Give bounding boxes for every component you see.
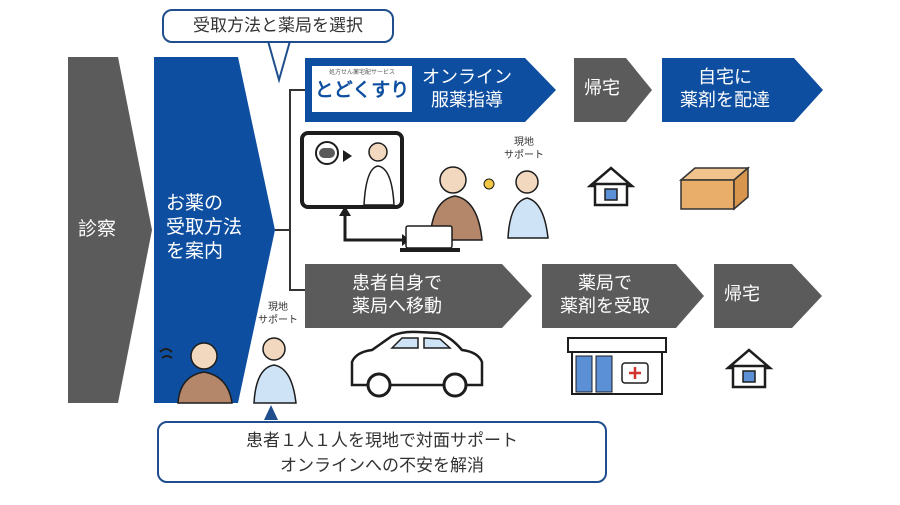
- pill-icon: [315, 141, 352, 165]
- support-callout-line1: 患者１人１人を現地で対面サポート: [246, 431, 518, 451]
- supporter-icon: [507, 170, 549, 239]
- guide-label: お薬の 受取方法 を案内: [166, 192, 243, 262]
- top-callout-pointer: [266, 40, 292, 84]
- home2-step-shape: [714, 264, 822, 328]
- support-label-bottom: 現地 サポート: [258, 302, 298, 326]
- deliver-step-shape: [662, 58, 823, 122]
- pharmacist-icon: [363, 142, 395, 206]
- lightbulb-icon: [483, 178, 495, 190]
- home2-label: 帰宅: [724, 284, 760, 305]
- online-label: オンライン 服薬指導: [422, 67, 512, 111]
- parcel-icon: [678, 166, 751, 211]
- laptop-icon: [400, 225, 460, 252]
- logo-box: [312, 66, 412, 112]
- tablet-icon: [300, 131, 404, 209]
- home1-step-shape: [574, 58, 652, 122]
- house-icon: [724, 348, 774, 389]
- bottom-callout-pointer: [264, 405, 278, 420]
- support-callout-line2: オンラインへの不安を解消: [280, 456, 484, 476]
- move-step-shape: [305, 264, 532, 328]
- support-callout: 患者１人１人を現地で対面サポート オンラインへの不安を解消: [157, 421, 607, 483]
- exam-label: 診察: [78, 218, 117, 240]
- deliver-label: 自宅に 薬剤を配達: [680, 67, 770, 111]
- receive-step-shape: [542, 264, 704, 328]
- select-method-text: 受取方法と薬局を選択: [193, 16, 363, 36]
- pharmacy-icon: [567, 337, 667, 395]
- move-label: 患者自身で 薬局へ移動: [352, 273, 442, 317]
- exam-step-shape: [68, 57, 152, 403]
- logo-tagline: 処方せん薬宅配サービス: [328, 69, 395, 76]
- link-arrow: [343, 212, 405, 242]
- select-method-callout: 受取方法と薬局を選択: [162, 9, 394, 43]
- logo-name: とどくすり: [314, 79, 410, 101]
- support-label-top: 現地 サポート: [504, 137, 544, 161]
- car-icon: [350, 330, 484, 398]
- branch-connector: [275, 89, 305, 291]
- house-icon: [586, 166, 636, 207]
- patient-icon: [159, 342, 233, 404]
- supporter-icon: [253, 337, 297, 404]
- receive-label: 薬局で 薬剤を受取: [560, 273, 650, 317]
- guide-step-shape: [154, 57, 275, 403]
- home1-label: 帰宅: [584, 78, 620, 99]
- todokusuri-logo: 処方せん薬宅配サービス とどくすり: [314, 68, 410, 110]
